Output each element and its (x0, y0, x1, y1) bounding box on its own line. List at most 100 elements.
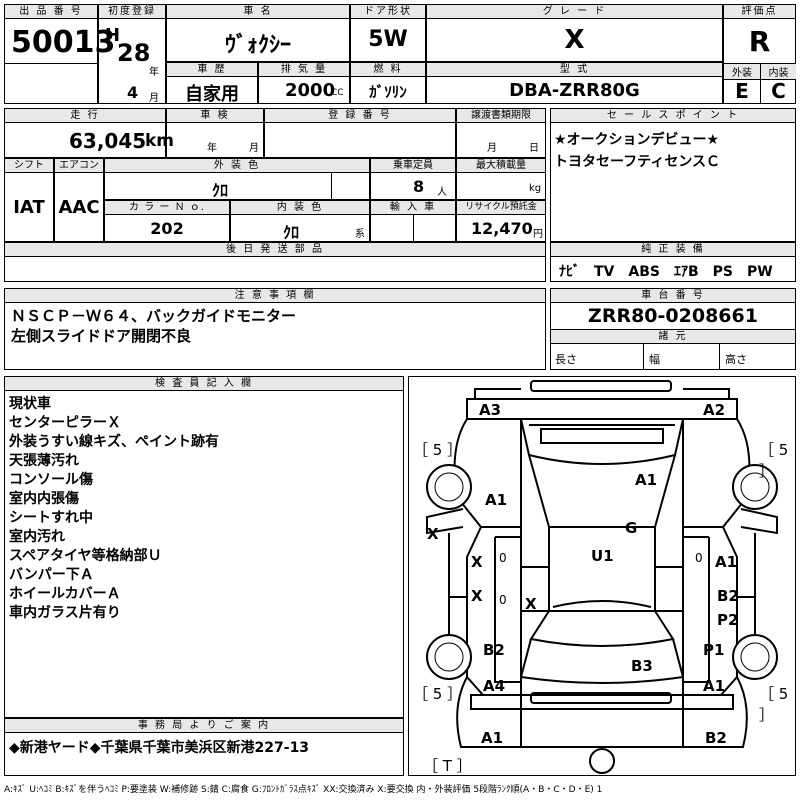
max-load-cell: 最大積載量 kg (456, 158, 546, 200)
length-label: 長さ (555, 353, 577, 366)
model-label: 型 式 (427, 63, 722, 77)
legend: A:ｷｽﾞ U:ﾍｺﾐ B:ｷｽﾞを伴うﾍｺﾐ P:要塗装 W:補修跡 S:錆 … (4, 785, 603, 795)
mark-zero-2: 0 (695, 551, 703, 565)
height-label: 高さ (725, 353, 747, 366)
capacity-unit: 人 (437, 187, 447, 198)
mark-x-door1: X (471, 553, 483, 571)
color-no-label: カ ラ ー Ｎ ｏ. (105, 201, 229, 215)
chassis-value: ZRR80-0208661 (588, 305, 758, 327)
mileage-value: 63,045 (69, 129, 147, 153)
recycle-value: 12,470 (471, 219, 533, 238)
caution-line-1: ＮＳＣＰ－Ｗ６４、バックガイドモニター (11, 307, 297, 325)
year-unit: 年 (149, 67, 159, 78)
color-no-value: 202 (150, 219, 184, 238)
mark-a4: A4 (483, 677, 506, 695)
mark-u1: U1 (591, 547, 614, 565)
mark-x-door2: X (471, 587, 483, 605)
score-label: 評価点 (724, 5, 795, 19)
color-no-cell: カ ラ ー Ｎ ｏ. 202 (104, 200, 230, 242)
office-text: ◆新港ヤード◆千葉県千葉市美浜区新港227-13 (9, 740, 310, 756)
tire-rear-right: ［ 5 ］ (759, 685, 789, 724)
car-name: ｳﾞｫｸｼｰ (224, 33, 291, 58)
transfer-cell: 譲渡書類期限 月 日 (456, 108, 546, 158)
interior-color-cell: 内 装 色 ｸﾛ 系 (230, 200, 370, 242)
door-value: 5W (368, 27, 408, 52)
inspector-cell: 検 査 員 記 入 欄 現状車 センターピラーＸ 外装うすい線キズ、ペイント跡有… (4, 376, 404, 718)
inspector-line: 現状車 (9, 396, 51, 412)
equipment-label: 純 正 装 備 (551, 243, 795, 257)
tire-rear-left: ［ 5 ］ (413, 685, 463, 703)
month-unit: 月 (149, 93, 159, 104)
inspector-line: ホイールカバーＡ (9, 586, 121, 602)
reg-no-label: 登 録 番 号 (265, 109, 455, 123)
inspector-line: スペアタイヤ等格納部Ｕ (9, 548, 162, 564)
mark-zero-3: 0 (499, 593, 507, 607)
sales-line-1: ★オークションデビュー★ (554, 132, 720, 148)
mark-a2: A2 (703, 401, 726, 419)
mark-a1-bottom-left: A1 (481, 729, 504, 747)
shift-value: IAT (13, 197, 45, 218)
sales-point-cell: セ ー ル ス ポ イ ン ト ★オークションデビュー★ トヨタセーフティセンス… (550, 108, 796, 242)
mark-a1-left-front: A1 (485, 491, 508, 509)
caution-line-2: 左側スライドドア開閉不良 (11, 327, 192, 345)
mark-b2-right: B2 (717, 587, 739, 605)
mileage-cell: 走 行 63,045 km (4, 108, 174, 158)
mark-x-left: X (427, 525, 439, 543)
displacement-value: 2000 (285, 80, 336, 101)
recycle-label: リサイクル預託金 (457, 201, 545, 215)
lot-number-label: 出 品 番 号 (5, 5, 97, 19)
mark-p1: P1 (703, 641, 725, 659)
score-value: R (748, 25, 771, 58)
displacement-label: 排 気 量 (259, 63, 349, 77)
equipment-items: ﾅﾋﾞ TV ABS ｴｱB PS PW (559, 264, 773, 280)
grade-cell: グ レ ー ド X (426, 4, 723, 62)
max-load-label: 最大積載量 (457, 159, 545, 173)
chassis-cell: 車 台 番 号 ZRR80-0208661 諸 元 長さ 幅 高さ (550, 288, 796, 370)
import-label: 輸 入 車 (371, 201, 455, 215)
office-label: 事 務 局 よ り ご 案 内 (5, 719, 403, 733)
interior-color-value: ｸﾛ (282, 223, 299, 242)
mark-a3: A3 (479, 401, 502, 419)
history-cell: 車 歴 自家用 (166, 62, 258, 105)
inspection-label: 車 検 (167, 109, 263, 123)
mark-a1-right: A1 (715, 553, 738, 571)
ac-cell: エアコン AAC (54, 158, 104, 242)
score-cell: 評価点 R 外装 内装 E C (723, 4, 796, 104)
inspection-cell: 車 検 年 月 (166, 108, 264, 158)
fuel-cell: 燃 料 ｶﾞｿﾘﾝ (350, 62, 426, 104)
mark-zero-1: 0 (499, 551, 507, 565)
shift-cell: シフト IAT (4, 158, 54, 242)
mark-x-door3: X (525, 595, 537, 613)
equipment-cell: 純 正 装 備 ﾅﾋﾞ TV ABS ｴｱB PS PW (550, 242, 796, 282)
later-parts-cell: 後 日 発 送 部 品 (4, 242, 546, 282)
capacity-label: 乗車定員 (371, 159, 455, 173)
door-label: ドア形状 (351, 5, 425, 19)
displacement-cell: 排 気 量 2000 CC (258, 62, 350, 104)
capacity-cell: 乗車定員 8 人 (370, 158, 456, 200)
era: H (105, 25, 121, 46)
tire-spare: ［ T ］ (423, 757, 472, 775)
inspector-line: 室内汚れ (9, 529, 65, 545)
inspector-line: シートすれ中 (9, 510, 93, 526)
width-label: 幅 (649, 353, 660, 366)
inspector-lines: 現状車 センターピラーＸ 外装うすい線キズ、ペイント跡有 天張薄汚れ コンソール… (9, 395, 219, 623)
model-cell: 型 式 DBA-ZRR80G (426, 62, 723, 104)
reg-year: 28 (117, 39, 151, 67)
recycle-unit: 円 (533, 229, 543, 240)
interior-label: 内装 (760, 64, 796, 80)
grade-value: X (564, 25, 585, 55)
inspector-line: センターピラーＸ (9, 415, 121, 431)
inspector-label: 検 査 員 記 入 欄 (5, 377, 403, 391)
inspector-line: 室内内張傷 (9, 491, 79, 507)
shift-label: シフト (5, 159, 53, 173)
sales-point-label: セ ー ル ス ポ イ ン ト (551, 109, 795, 123)
displacement-unit: CC (331, 88, 344, 98)
inspector-line: 車内ガラス片有り (9, 605, 121, 621)
mark-b2-bottom-right: B2 (705, 729, 727, 747)
transfer-month-unit: 月 (487, 143, 497, 154)
interior-color-label: 内 装 色 (231, 201, 369, 215)
capacity-value: 8 (413, 177, 425, 196)
mark-p2: P2 (717, 611, 739, 629)
inspector-line: 天張薄汚れ (9, 453, 79, 469)
fuel-label: 燃 料 (351, 63, 425, 77)
